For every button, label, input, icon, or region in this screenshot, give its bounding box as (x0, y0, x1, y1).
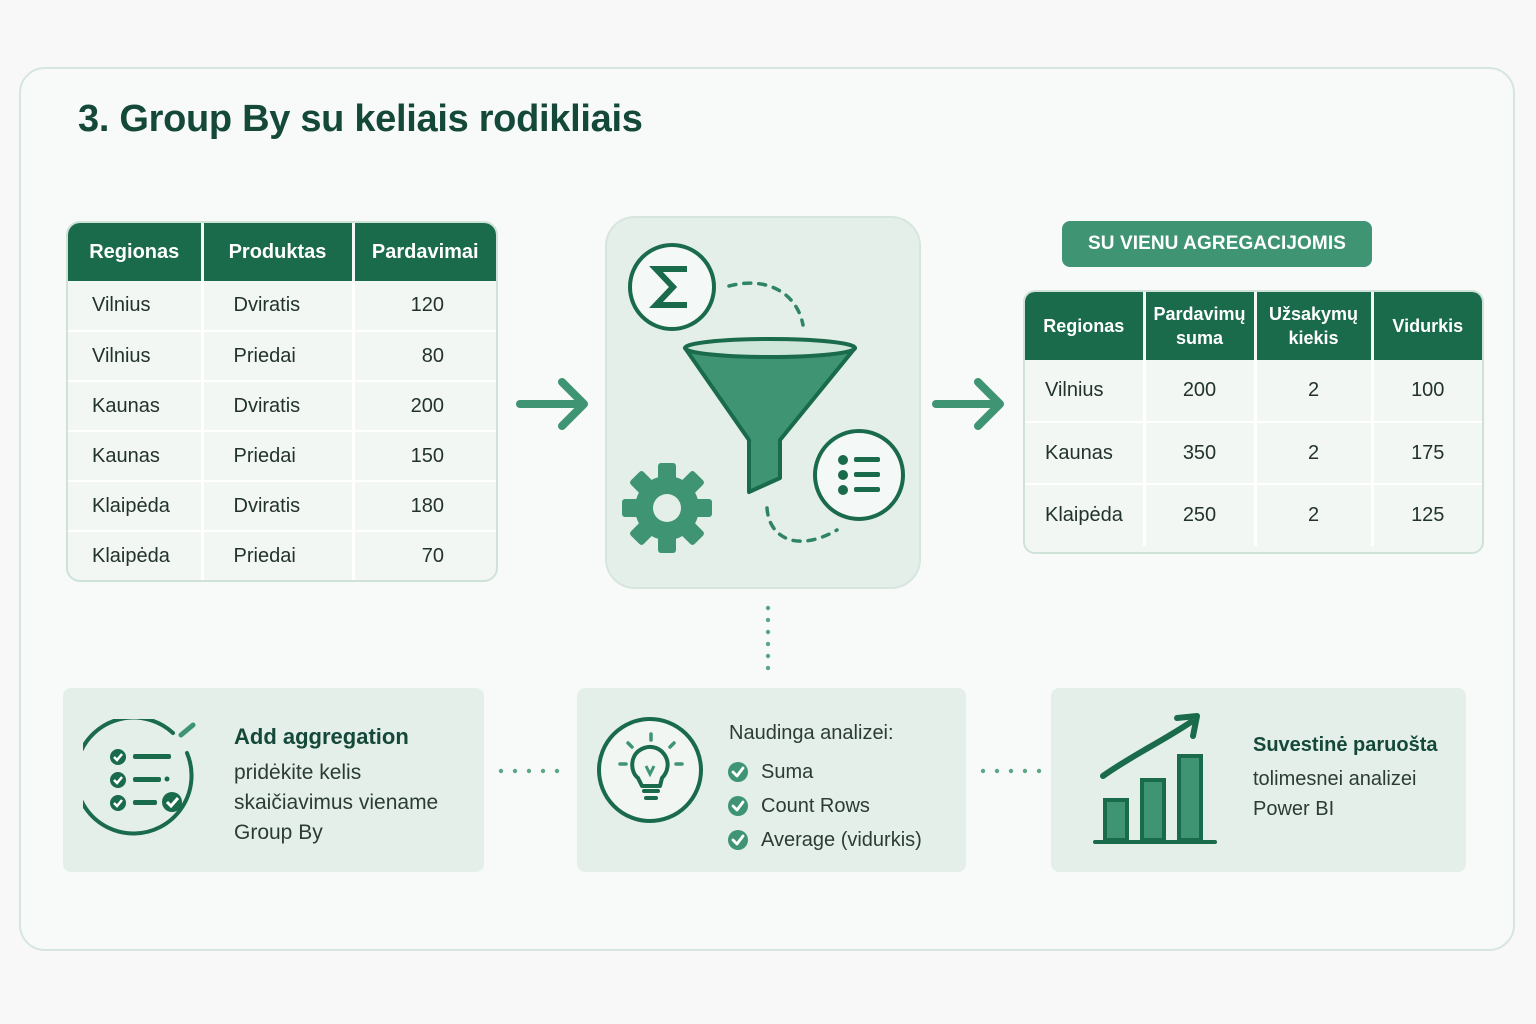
source-table: Regionas Produktas Pardavimai Vilnius Dv… (66, 221, 498, 582)
table-row: Vilnius Priedai 80 (68, 331, 496, 382)
column-header: Regionas (1025, 292, 1146, 360)
summary-title: Suvestinė paruošta (1253, 734, 1438, 756)
table-cell: 120 (353, 281, 496, 332)
column-header: Regionas (68, 223, 204, 281)
summary-ready-card: Suvestinė paruošta tolimesnei analizei P… (1051, 688, 1466, 872)
list-item: Suma (727, 755, 922, 789)
result-table-header: Regionas Pardavimų suma Užsakymų kiekis … (1025, 292, 1482, 360)
table-row: Klaipėda 250 2 125 (1025, 484, 1482, 546)
arrow-right-icon (932, 378, 1004, 430)
list-item-label: Count Rows (761, 794, 870, 817)
useful-for-analysis-card: Naudinga analizei: Suma Count Rows Avera… (577, 688, 966, 872)
table-cell: 200 (353, 381, 496, 432)
table-cell: 2 (1255, 484, 1374, 546)
column-header: Produktas (202, 223, 355, 281)
table-row: Vilnius 200 2 100 (1025, 360, 1482, 423)
table-cell: Kaunas (68, 381, 204, 432)
list-item: Count Rows (727, 789, 922, 823)
column-header: Pardavimai (353, 223, 496, 281)
table-cell: 200 (1144, 360, 1257, 423)
table-cell: Dviratis (202, 281, 355, 332)
table-cell: 70 (421, 545, 444, 567)
table-cell: Dviratis (202, 481, 355, 532)
table-cell: Vilnius (68, 281, 204, 332)
table-cell: 100 (1372, 360, 1482, 423)
funnel-icon (683, 337, 857, 494)
table-cell: Priedai (202, 531, 355, 580)
list-item-label: Average (vidurkis) (761, 828, 922, 851)
table-cell: Dviratis (202, 381, 355, 432)
table-row: Klaipėda Priedai 70 (68, 531, 496, 580)
summary-description: tolimesnei analizei Power BI (1253, 768, 1417, 820)
table-cell: 2 (1255, 422, 1374, 485)
check-circle-icon (727, 761, 749, 783)
horizontal-dotted-connector (498, 768, 560, 774)
table-cell: Kaunas (68, 431, 204, 482)
table-cell: Klaipėda (68, 531, 204, 580)
sigma-icon (628, 243, 716, 331)
process-connectors (727, 281, 839, 543)
vertical-dotted-connector (765, 605, 771, 671)
table-row: Vilnius Dviratis 120 (68, 281, 496, 332)
result-table: Regionas Pardavimų suma Užsakymų kiekis … (1023, 290, 1484, 554)
column-header: Pardavimų suma (1144, 292, 1257, 360)
table-row: Kaunas 350 2 175 (1025, 422, 1482, 485)
source-table-header: Regionas Produktas Pardavimai (68, 223, 496, 281)
table-cell: Priedai (202, 431, 355, 482)
result-badge: SU VIENU AGREGACIJOMIS (1062, 221, 1372, 267)
table-row: Klaipėda Dviratis 180 (68, 481, 496, 532)
group-by-process (605, 216, 921, 589)
analysis-list: Suma Count Rows Average (vidurkis) (727, 755, 922, 857)
table-cell: 250 (1144, 484, 1257, 546)
table-cell: Vilnius (1025, 360, 1146, 423)
table-cell: 80 (353, 331, 496, 382)
table-cell: 150 (353, 431, 496, 482)
checklist-icon (83, 719, 196, 836)
bar-chart-growth-icon (1093, 713, 1217, 844)
check-circle-icon (727, 795, 749, 817)
add-aggregation-card: Add aggregation pridėkite kelis skaičiav… (63, 688, 484, 872)
column-header: Užsakymų kiekis (1255, 292, 1374, 360)
table-cell: 350 (1144, 422, 1257, 485)
table-row: Kaunas Priedai 150 (68, 431, 496, 482)
table-cell: 180 (353, 481, 496, 532)
check-circle-icon (727, 829, 749, 851)
table-cell: Priedai (202, 331, 355, 382)
table-cell: 125 (1411, 504, 1445, 526)
table-row: Kaunas Dviratis 200 (68, 381, 496, 432)
gear-icon (622, 463, 712, 553)
table-cell: Vilnius (68, 331, 204, 382)
table-cell: 2 (1255, 360, 1374, 423)
aggregation-title: Add aggregation (234, 724, 409, 749)
table-cell: Kaunas (1025, 422, 1146, 485)
arrow-right-icon (516, 378, 588, 430)
page-title: 3. Group By su keliais rodikliais (78, 98, 643, 140)
lightbulb-icon (597, 717, 703, 823)
list-item: Average (vidurkis) (727, 823, 922, 857)
list-icon (813, 429, 905, 521)
analysis-heading: Naudinga analizei: (729, 722, 894, 744)
list-item-label: Suma (761, 760, 814, 783)
horizontal-dotted-connector (980, 768, 1042, 774)
table-cell: Klaipėda (1025, 484, 1146, 546)
table-cell: Klaipėda (68, 481, 204, 532)
aggregation-description: pridėkite kelis skaičiavimus viename Gro… (234, 761, 439, 844)
table-cell: 175 (1372, 422, 1482, 485)
column-header: Vidurkis (1372, 292, 1482, 360)
